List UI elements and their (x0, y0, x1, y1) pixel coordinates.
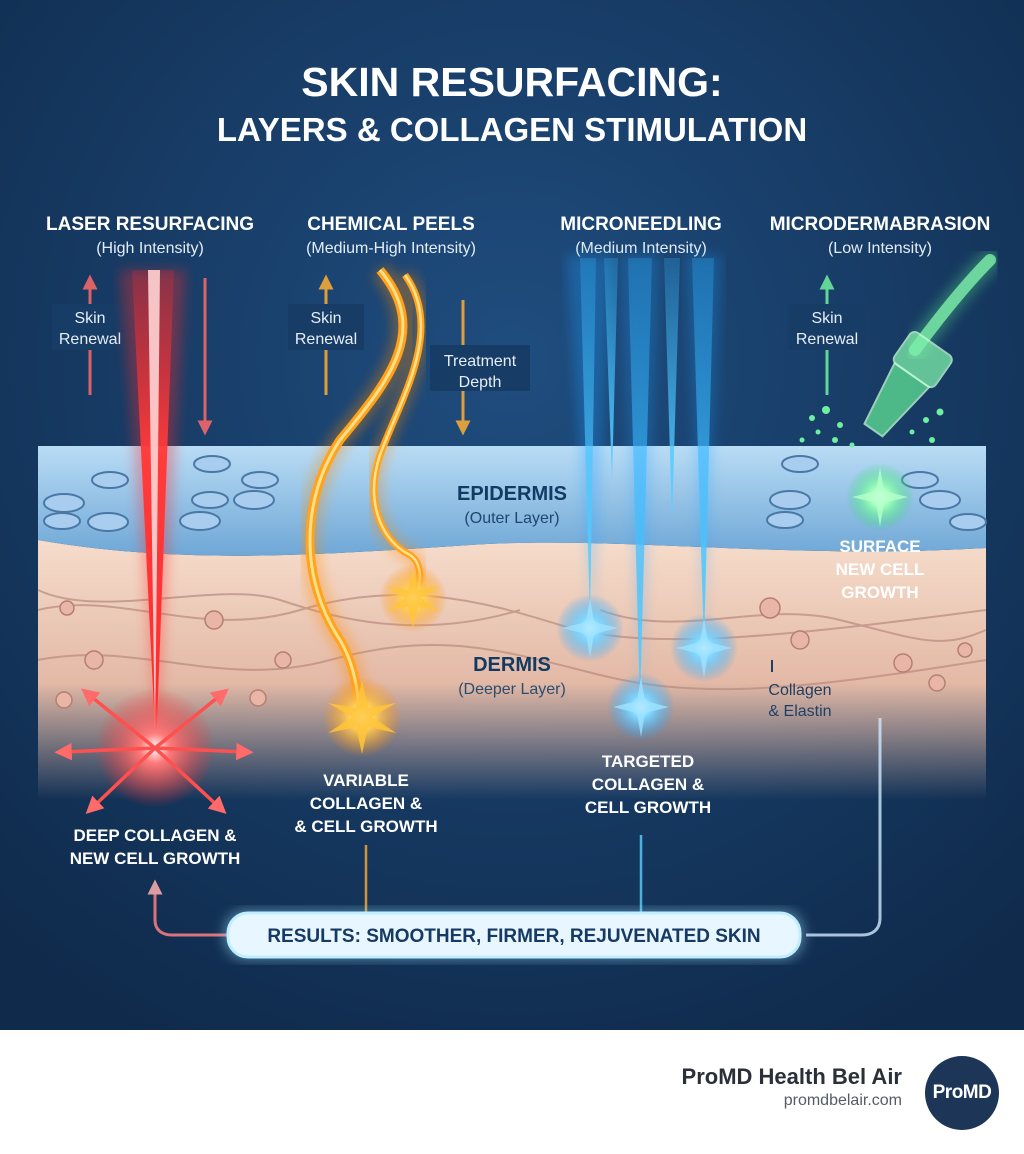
microderm-renewal-line-1: Skin (811, 310, 842, 327)
dermis-desc: (Deeper Layer) (458, 681, 566, 698)
outcome-microderm-line-1: SURFACE (839, 537, 920, 556)
peel-burst-upper (379, 564, 447, 632)
brand-name: ProMD Health Bel Air (681, 1064, 902, 1089)
microderm-particles (799, 406, 944, 448)
outcome-microneedling-line-1: TARGETED (602, 752, 694, 771)
outcome-microneedling: TARGETED COLLAGEN & CELL GROWTH (585, 752, 711, 817)
microneedles (566, 255, 722, 705)
results-text: RESULTS: SMOOTHER, FIRMER, REJUVENATED S… (267, 926, 760, 947)
collagen-nodes (55, 597, 973, 709)
microneedle-burst-1 (556, 594, 624, 662)
footer (0, 1030, 1024, 1154)
outcome-laser: DEEP COLLAGEN & NEW CELL GROWTH (70, 826, 241, 868)
dermis-layer (38, 540, 986, 800)
outcome-microderm-line-2: NEW CELL (836, 560, 925, 579)
title-line-1: SKIN RESURFACING: (301, 59, 722, 105)
skin-resurfacing-diagram: SKIN RESURFACING: LAYERS & COLLAGEN STIM… (0, 0, 1024, 1030)
outcome-microneedling-line-3: CELL GROWTH (585, 798, 711, 817)
collagen-label-line-1: Collagen (768, 682, 831, 699)
method-microderm-name: MICRODERMABRASION (770, 214, 991, 235)
peel-skin-renewal-label: Skin Renewal (288, 304, 364, 350)
laser-burst (54, 688, 254, 815)
peel-burst-lower (322, 677, 402, 757)
laser-skin-renewal-label: Skin Renewal (52, 304, 128, 350)
results-connectors (147, 718, 882, 937)
outcome-laser-line-2: NEW CELL GROWTH (70, 849, 241, 868)
peel-renewal-line-1: Skin (310, 310, 341, 327)
treatment-depth-line-1: Treatment (444, 353, 517, 370)
epidermis-label: EPIDERMIS (457, 483, 567, 505)
outcome-microneedling-line-2: COLLAGEN & (592, 775, 704, 794)
microneedle-burst-3 (670, 614, 738, 682)
peel-renewal-line-2: Renewal (295, 331, 357, 348)
collagen-label-line-2: & Elastin (768, 703, 831, 720)
outcome-microderm-line-3: GROWTH (841, 583, 918, 602)
title-line-2: LAYERS & COLLAGEN STIMULATION (217, 111, 807, 148)
method-laser-name: LASER RESURFACING (46, 214, 254, 235)
microderm-burst (846, 463, 914, 531)
brand-logo: ProMD (925, 1056, 999, 1130)
method-microneedling-intensity: (Medium Intensity) (575, 240, 707, 257)
results-banner: RESULTS: SMOOTHER, FIRMER, REJUVENATED S… (224, 910, 804, 960)
outcome-microderm: SURFACE NEW CELL GROWTH (836, 537, 925, 602)
method-peel-name: CHEMICAL PEELS (307, 214, 475, 235)
method-peel-intensity: (Medium-High Intensity) (306, 240, 476, 257)
outcome-peel-line-1: VARIABLE (323, 771, 409, 790)
microneedle-burst-2 (607, 673, 675, 741)
outcome-peel-line-2: COLLAGEN & (310, 794, 422, 813)
microderm-wand (863, 249, 1001, 438)
outcome-peel: VARIABLE COLLAGEN & & CELL GROWTH (294, 771, 437, 836)
microderm-skin-renewal-label: Skin Renewal (789, 304, 865, 350)
laser-renewal-line-1: Skin (74, 310, 105, 327)
microderm-renewal-line-2: Renewal (796, 331, 858, 348)
treatment-depth-line-2: Depth (459, 374, 502, 391)
epidermis-cells (43, 455, 987, 532)
method-laser-intensity: (High Intensity) (96, 240, 204, 257)
outcome-peel-line-3: & CELL GROWTH (294, 817, 437, 836)
treatment-depth-label: Treatment Depth (430, 345, 530, 391)
outcome-laser-line-1: DEEP COLLAGEN & (73, 826, 236, 845)
brand-url[interactable]: promdbelair.com (783, 1092, 902, 1109)
laser-renewal-line-2: Renewal (59, 331, 121, 348)
method-microderm-intensity: (Low Intensity) (828, 240, 932, 257)
laser-beam (120, 270, 186, 750)
method-microneedling-name: MICRONEEDLING (560, 214, 722, 235)
dermis-label: DERMIS (473, 654, 551, 676)
collagen-fibers (37, 589, 987, 691)
epidermis-desc: (Outer Layer) (464, 510, 559, 527)
epidermis-layer (38, 446, 986, 556)
